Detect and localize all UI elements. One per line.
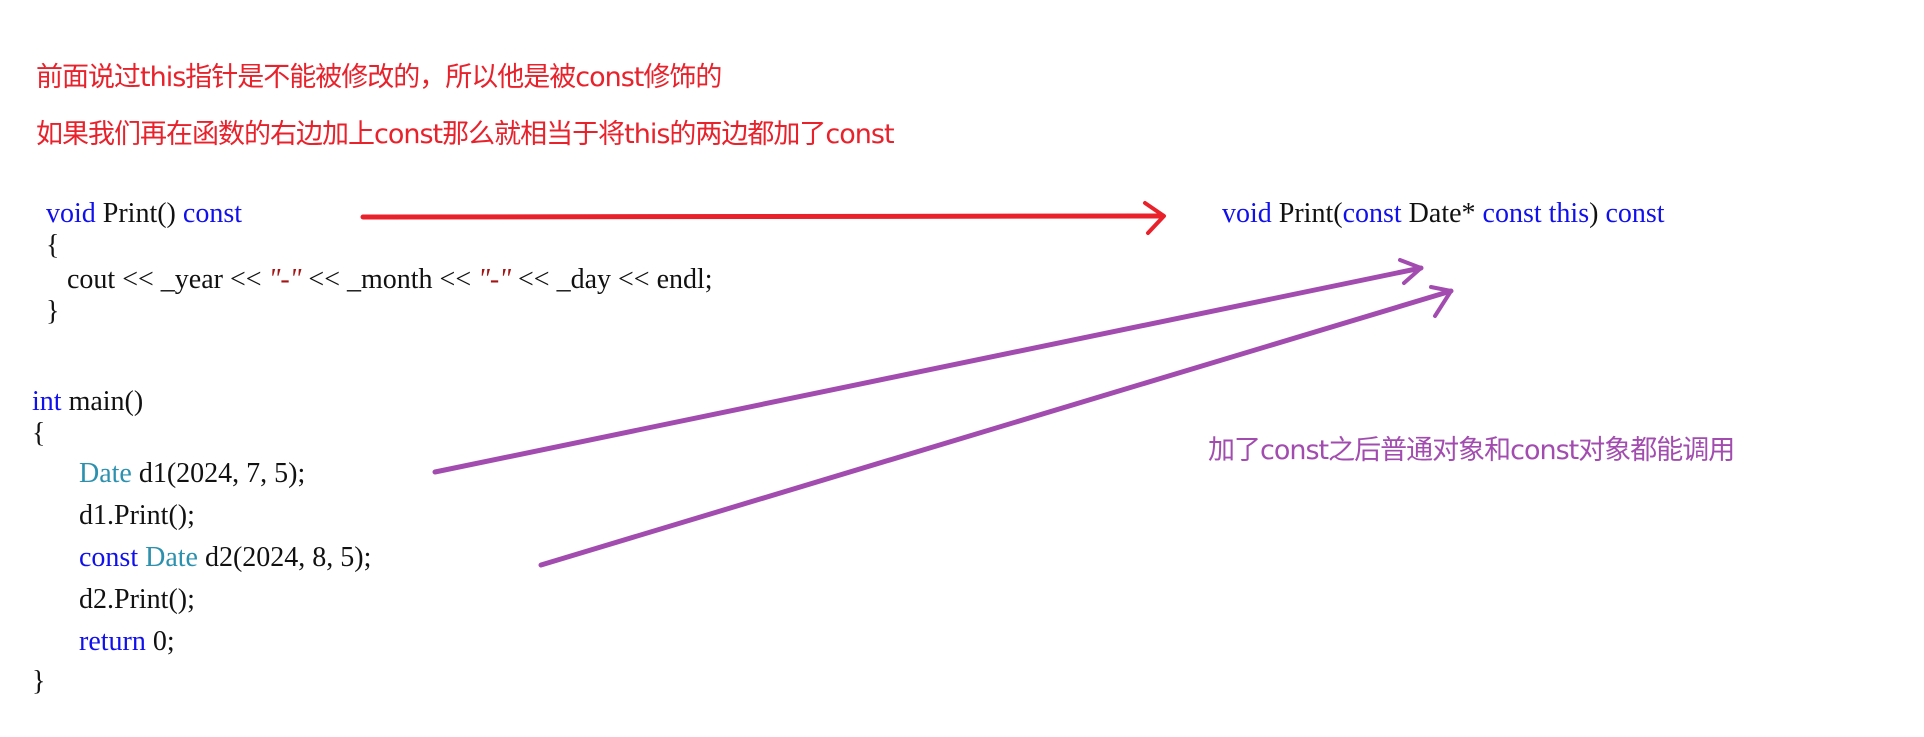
main-line-d2-decl: const Date d2(2024, 8, 5); [79,542,371,574]
main-signature: int main() [32,386,143,418]
keyword-void: void [46,198,96,229]
purple-arrow-icon [538,285,1454,568]
close-paren: ) [1589,198,1606,229]
expanded-signature: void Print(const Date* const this) const [1222,198,1665,230]
type-date: Date [79,458,132,489]
keyword-const: const [1482,198,1542,229]
purple-arrow-icon [432,258,1424,475]
keyword-this: this [1548,198,1590,229]
keyword-const: const [79,542,139,573]
keyword-const: const [1342,198,1402,229]
main-line-d1-decl: Date d1(2024, 7, 5); [79,458,305,490]
main-line-d1-print: d1.Print(); [79,500,195,531]
string-literal: "-" [268,264,302,295]
string-literal: "-" [478,264,511,295]
type-date: Date [145,542,198,573]
print-signature: void Print() const [46,198,242,230]
function-name: Print() [95,198,183,229]
type-date-pointer: Date* [1401,198,1483,229]
d1-args: d1(2024, 7, 5); [131,458,306,489]
cout-expr: cout << _year << [46,264,269,295]
cout-expr-end: << _day << endl; [510,264,713,295]
main-line-d2-print: d2.Print(); [79,584,195,615]
keyword-int: int [32,386,62,417]
print-body: cout << _year << "-" << _month << "-" <<… [46,264,713,296]
note-const-both-sides: 如果我们再在函数的右边加上const那么就相当于将this的两边都加了const [36,119,895,150]
return-value: 0; [145,626,175,657]
cout-expr-mid: << _month << [301,264,479,295]
keyword-const: const [1605,198,1665,229]
close-brace: } [46,296,60,327]
keyword-return: return [79,626,146,657]
main-close-brace: } [32,666,46,697]
main-line-return: return 0; [79,626,175,658]
keyword-const: const [182,198,242,229]
main-open-brace: { [32,418,46,449]
function-name: main() [61,386,144,417]
red-arrow-icon [360,201,1166,235]
open-brace: { [46,230,60,261]
keyword-void: void [1222,198,1272,229]
function-name: Print( [1271,198,1343,229]
d2-args: d2(2024, 8, 5); [197,542,372,573]
annotation-both-callable: 加了const之后普通对象和const对象都能调用 [1208,435,1735,466]
note-this-pointer-const: 前面说过this指针是不能被修改的，所以他是被const修饰的 [36,62,722,93]
